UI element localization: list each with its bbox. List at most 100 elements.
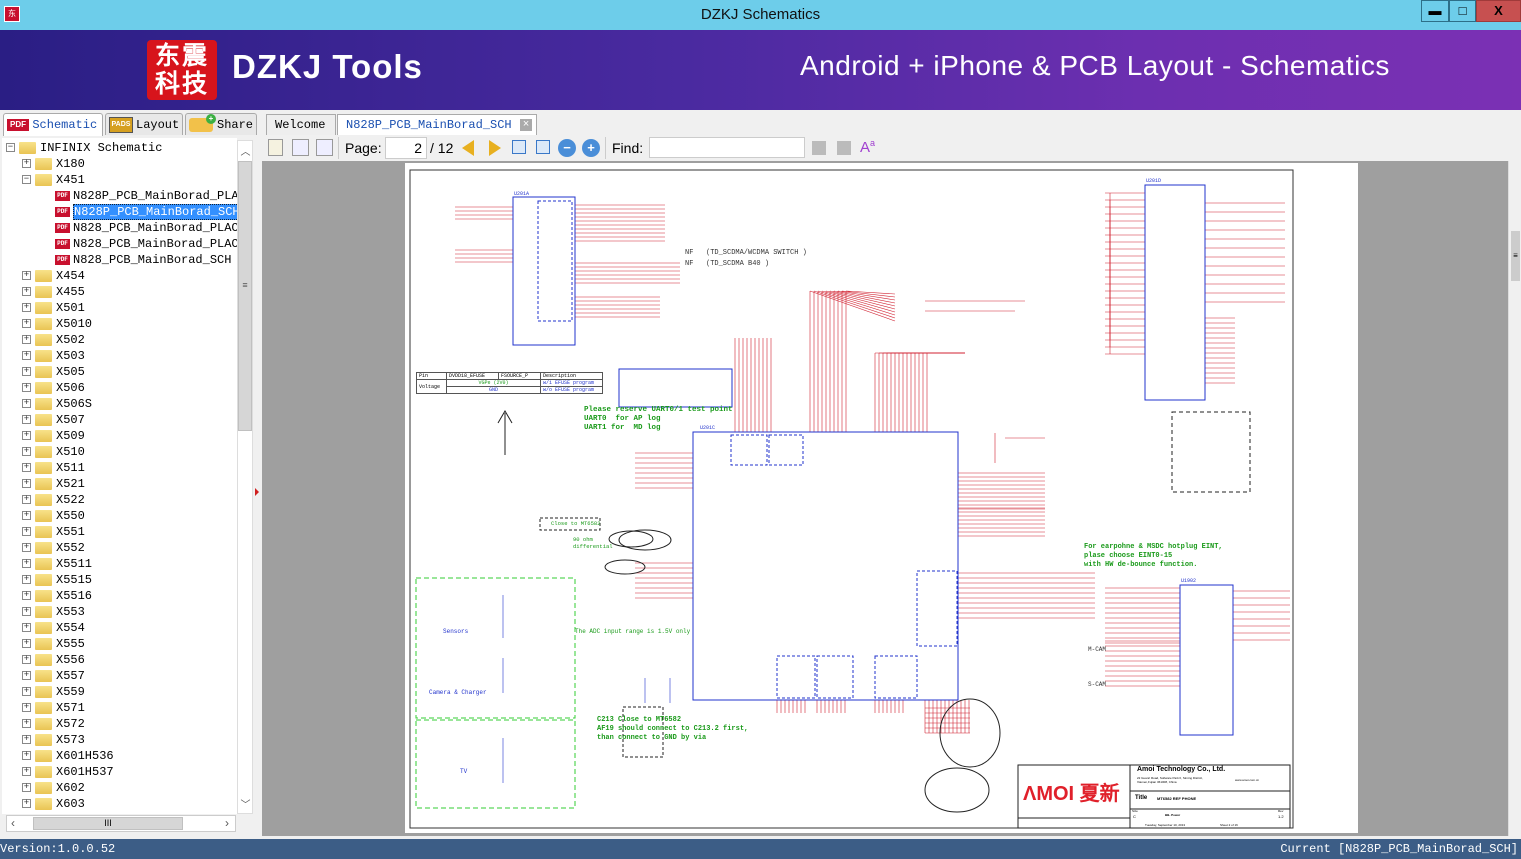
expand-icon[interactable]: + [22, 750, 31, 761]
scroll-right-arrow[interactable]: › [225, 816, 229, 830]
expand-icon[interactable]: + [22, 670, 31, 681]
scroll-down-arrow[interactable]: ﹀ [240, 800, 251, 811]
previous-page-icon[interactable] [462, 140, 474, 156]
expand-icon[interactable]: + [22, 398, 31, 409]
single-page-icon[interactable] [268, 139, 283, 156]
tree-folder[interactable]: +X454 [22, 268, 85, 284]
expand-icon[interactable]: + [22, 782, 31, 793]
tree-folder[interactable]: +X511 [22, 460, 85, 476]
tree-folder[interactable]: +X522 [22, 492, 85, 508]
expand-icon[interactable]: + [22, 494, 31, 505]
tree-folder[interactable]: +X507 [22, 412, 85, 428]
tree-folder[interactable]: +X501 [22, 300, 85, 316]
tree-folder[interactable]: +X506 [22, 380, 85, 396]
tree-folder[interactable]: +X552 [22, 540, 85, 556]
tree-folder[interactable]: +X601H536 [22, 748, 114, 764]
expand-icon[interactable]: + [22, 766, 31, 777]
expand-icon[interactable]: + [22, 590, 31, 601]
expand-icon[interactable]: + [22, 654, 31, 665]
expand-icon[interactable]: + [22, 734, 31, 745]
zoom-out-icon[interactable]: − [558, 139, 576, 157]
next-page-icon[interactable] [489, 140, 501, 156]
expand-icon[interactable]: + [22, 334, 31, 345]
tree-folder[interactable]: +X505 [22, 364, 85, 380]
tab-document[interactable]: N828P_PCB_MainBorad_SCH× [337, 114, 537, 136]
scroll-up-arrow[interactable]: ︿ [240, 147, 251, 158]
expand-icon[interactable]: + [22, 430, 31, 441]
tree-folder[interactable]: +X556 [22, 652, 85, 668]
expand-icon[interactable]: + [22, 414, 31, 425]
tree-folder[interactable]: −X451 [22, 172, 85, 188]
scrollbar-thumb[interactable]: ≡ [238, 161, 252, 431]
tree-vertical-scrollbar[interactable]: ︿ ≡ ﹀ [237, 140, 253, 814]
expand-icon[interactable]: + [22, 798, 31, 809]
tree-folder[interactable]: +X510 [22, 444, 85, 460]
maximize-button[interactable]: □ [1449, 0, 1476, 22]
minimize-button[interactable]: ▬ [1421, 0, 1449, 22]
tree-folder[interactable]: +X559 [22, 684, 85, 700]
rotate-left-icon[interactable] [316, 139, 333, 156]
rotate-right-icon[interactable] [292, 139, 309, 156]
expand-icon[interactable]: + [22, 366, 31, 377]
expand-icon[interactable]: + [22, 158, 31, 169]
expand-icon[interactable]: + [22, 638, 31, 649]
tree-folder[interactable]: +X5516 [22, 588, 92, 604]
tree-folder[interactable]: +X455 [22, 284, 85, 300]
tree-root[interactable]: −INFINIX Schematic [6, 140, 162, 156]
tab-schematic[interactable]: PDF Schematic [3, 113, 103, 136]
splitter-arrow-icon[interactable] [255, 488, 259, 496]
tree-folder[interactable]: +X557 [22, 668, 85, 684]
tree-folder[interactable]: +X572 [22, 716, 85, 732]
tab-welcome[interactable]: Welcome [266, 114, 336, 136]
tree-folder[interactable]: +X5515 [22, 572, 92, 588]
collapse-icon[interactable]: − [6, 142, 15, 153]
tree-folder[interactable]: +X603 [22, 796, 85, 812]
collapse-icon[interactable]: − [22, 174, 31, 185]
expand-icon[interactable]: + [22, 686, 31, 697]
match-case-icon[interactable]: Aa [860, 138, 876, 156]
find-previous-icon[interactable] [812, 141, 826, 155]
expand-icon[interactable]: + [22, 382, 31, 393]
tree-folder[interactable]: +X509 [22, 428, 85, 444]
page-input[interactable]: 2 [385, 137, 427, 159]
scroll-left-arrow[interactable]: ‹ [11, 816, 15, 830]
tree-folder[interactable]: +X602 [22, 780, 85, 796]
expand-icon[interactable]: + [22, 542, 31, 553]
expand-icon[interactable]: + [22, 558, 31, 569]
expand-icon[interactable]: + [22, 286, 31, 297]
expand-icon[interactable]: + [22, 478, 31, 489]
schematic-page[interactable]: U201A U201D U201C U1902 NF (TD_SCDMA/WCD… [405, 163, 1358, 833]
zoom-in-icon[interactable]: + [582, 139, 600, 157]
expand-icon[interactable]: + [22, 446, 31, 457]
tree-folder[interactable]: +X503 [22, 348, 85, 364]
expand-icon[interactable]: + [22, 270, 31, 281]
tree-horizontal-scrollbar[interactable]: ‹ III › [6, 815, 236, 832]
tree-folder[interactable]: +X551 [22, 524, 85, 540]
expand-icon[interactable]: + [22, 350, 31, 361]
tree-folder[interactable]: +X601H537 [22, 764, 114, 780]
tree-folder[interactable]: +X553 [22, 604, 85, 620]
tree-folder[interactable]: +X506S [22, 396, 92, 412]
expand-icon[interactable]: + [22, 718, 31, 729]
tree-folder[interactable]: +X5010 [22, 316, 92, 332]
expand-icon[interactable]: + [22, 462, 31, 473]
tree-folder[interactable]: +X521 [22, 476, 85, 492]
expand-icon[interactable]: + [22, 574, 31, 585]
tree-folder[interactable]: +X555 [22, 636, 85, 652]
tab-share[interactable]: +Share [185, 113, 257, 135]
expand-icon[interactable]: + [22, 302, 31, 313]
tree-folder[interactable]: +X502 [22, 332, 85, 348]
tree-folder[interactable]: +X550 [22, 508, 85, 524]
scrollbar-thumb[interactable]: III [33, 817, 183, 830]
tree-folder[interactable]: +X180 [22, 156, 85, 172]
fit-page-icon[interactable] [536, 140, 550, 154]
expand-icon[interactable]: + [22, 318, 31, 329]
viewer-vertical-scrollbar[interactable]: ≡ [1508, 161, 1521, 836]
close-tab-icon[interactable]: × [520, 119, 532, 131]
